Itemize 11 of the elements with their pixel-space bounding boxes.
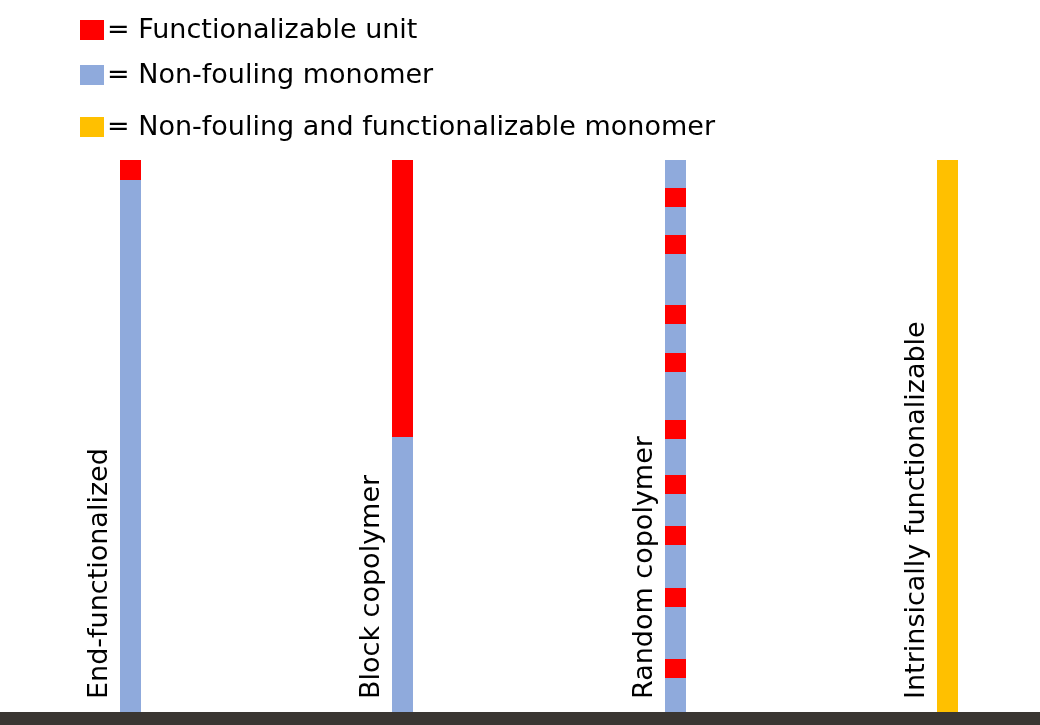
polymer-chain [120, 160, 141, 712]
polymer-chain [665, 160, 686, 712]
chain-label: Random copolymer [627, 436, 659, 699]
legend-label: = Non-fouling and functionalizable monomer [107, 110, 715, 142]
chain-label: Intrinsically functionalizable [899, 321, 931, 699]
legend-label: = Functionalizable unit [107, 13, 418, 45]
polymer-chain [392, 160, 413, 712]
legend-label: = Non-fouling monomer [107, 58, 434, 90]
polymer-chain [937, 160, 958, 712]
chain-label: Block copolymer [354, 474, 386, 699]
chain-label: End-functionalized [82, 448, 114, 699]
